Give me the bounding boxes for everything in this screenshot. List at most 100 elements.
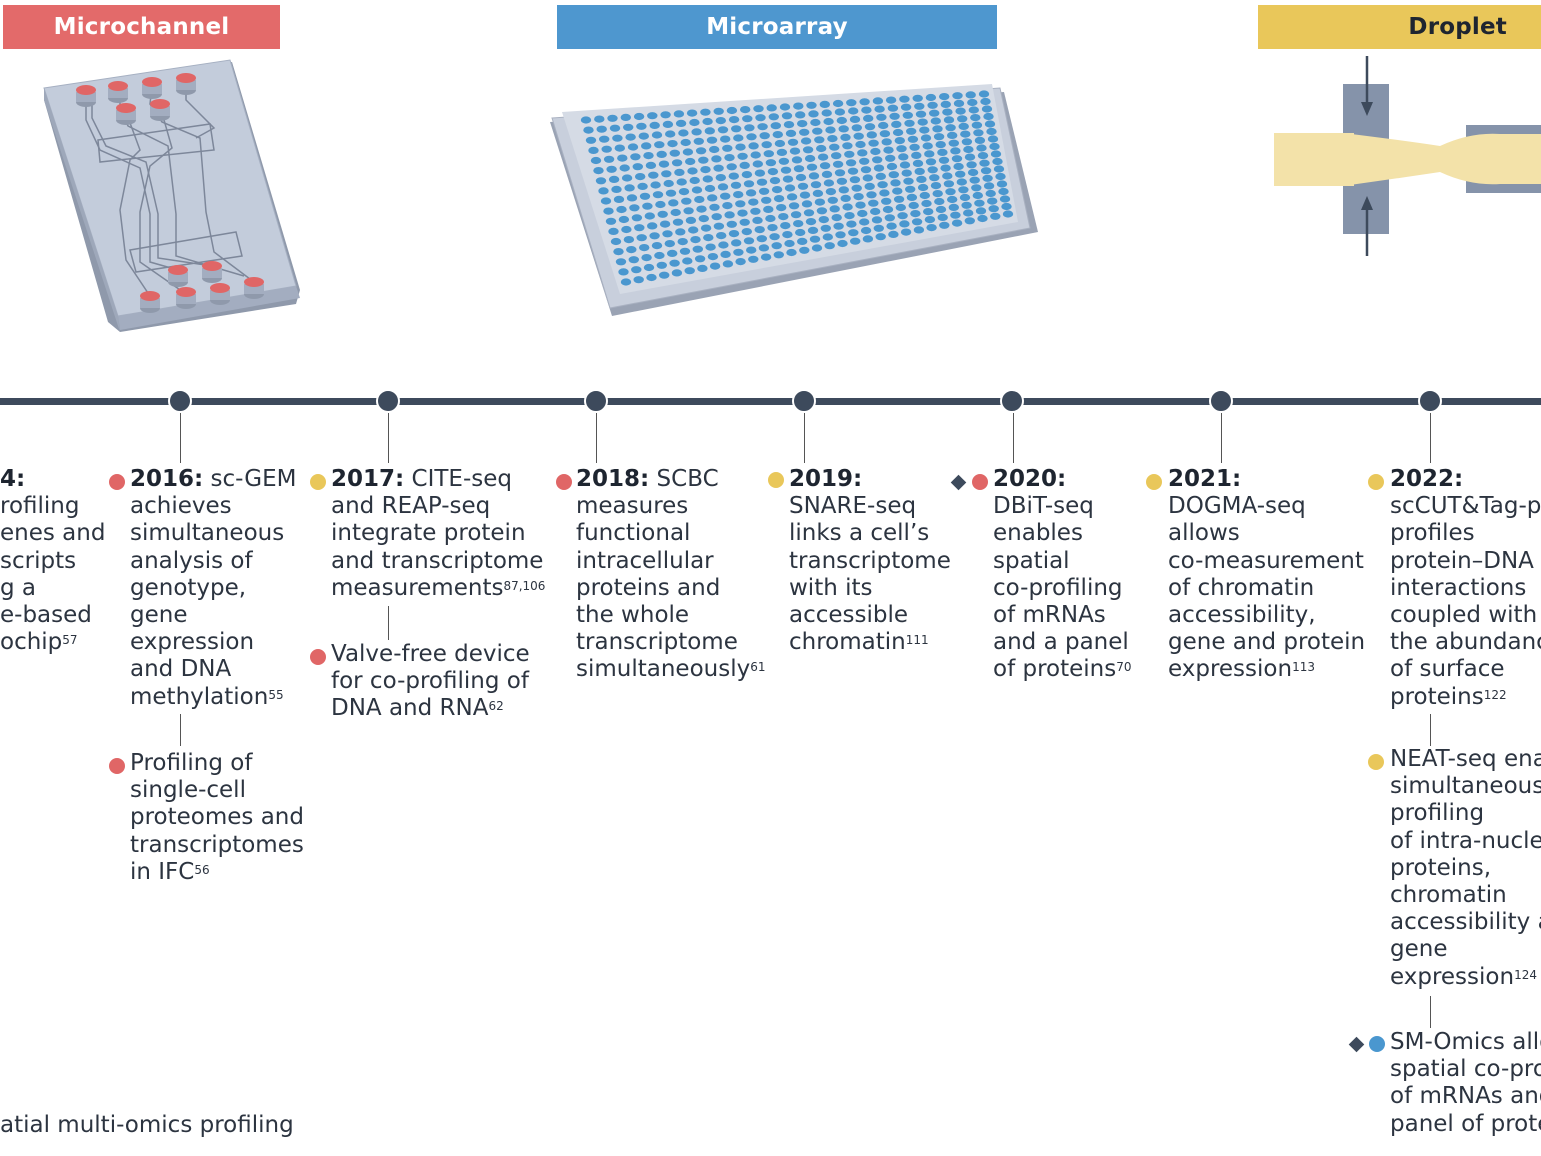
microarray-well xyxy=(740,106,751,114)
microarray-well xyxy=(850,237,861,245)
microarray-well xyxy=(619,164,630,172)
microarray-well xyxy=(977,152,989,160)
microarray-well xyxy=(873,164,885,172)
microarray-well xyxy=(659,220,671,228)
microarray-well xyxy=(783,121,795,129)
microarray-well xyxy=(675,119,687,127)
microarray-well xyxy=(614,144,625,152)
microarray-well xyxy=(879,130,891,138)
microarray-well xyxy=(683,207,694,215)
microarray-well xyxy=(608,175,620,183)
microarray-well xyxy=(593,167,604,175)
microarray-well xyxy=(698,215,709,223)
microarray-well xyxy=(638,132,649,140)
microarray-well xyxy=(669,149,680,157)
stem-2019 xyxy=(804,413,805,463)
microarray-well xyxy=(651,131,663,139)
timeline-node-2021 xyxy=(1209,389,1233,413)
microarray-well xyxy=(676,178,687,186)
microarray-well xyxy=(706,136,718,144)
microarray-well xyxy=(607,114,618,122)
microarray-well xyxy=(811,244,823,252)
microarray-well xyxy=(940,164,951,172)
microarray-well xyxy=(879,189,890,197)
microarray-well xyxy=(838,186,849,194)
microarray-well xyxy=(902,111,913,119)
microarray-well xyxy=(995,172,1006,181)
microarray-well xyxy=(583,126,594,134)
microarray-well xyxy=(966,161,977,169)
microarray-well xyxy=(728,172,739,180)
microarray-well xyxy=(784,239,795,248)
microarray-well xyxy=(763,150,774,158)
microarray-well xyxy=(685,157,696,166)
microarray-well xyxy=(883,146,894,154)
microarray-well xyxy=(776,148,788,156)
microarray-well xyxy=(739,218,750,226)
microarray-well xyxy=(861,106,872,114)
microarray-well xyxy=(694,255,706,263)
microarray-well xyxy=(849,176,861,184)
microarray-well xyxy=(982,174,993,182)
microarray-well xyxy=(662,120,674,128)
microarray-well xyxy=(785,129,797,137)
microarray-well xyxy=(809,235,821,243)
microarray-well xyxy=(992,157,1003,166)
event-2017b: Valve-free device for co-profiling of DN… xyxy=(331,641,530,722)
microarray-well xyxy=(623,123,634,131)
microarray-well xyxy=(900,228,912,236)
microarray-well xyxy=(724,154,735,162)
microarray-well xyxy=(981,105,993,113)
microarray-well xyxy=(927,166,938,174)
microarray-well xyxy=(930,182,942,190)
microarray-well xyxy=(832,160,844,168)
microarray-marker-2022c xyxy=(1369,1036,1385,1052)
microarray-well xyxy=(661,170,672,178)
microarray-well xyxy=(788,202,800,210)
microarray-well xyxy=(827,196,838,204)
microarray-well xyxy=(888,171,899,179)
microarray-well xyxy=(847,167,859,175)
microarray-well xyxy=(983,182,995,190)
timeline-node-2017 xyxy=(376,389,400,413)
microarray-well xyxy=(814,136,825,144)
microarray-well xyxy=(633,276,644,284)
microarray-well xyxy=(812,127,823,135)
microarray-well xyxy=(929,174,940,182)
microarray-well xyxy=(599,135,610,143)
microarray-well xyxy=(765,214,776,223)
microarray-well xyxy=(752,216,763,224)
microarray-well xyxy=(920,134,932,142)
microarray-well xyxy=(643,263,655,272)
microarray-well xyxy=(698,156,709,164)
header-microchannel: Microchannel xyxy=(3,5,280,49)
microarray-well xyxy=(596,125,607,133)
microarray-well xyxy=(990,150,1002,158)
microarray-well xyxy=(853,132,864,140)
microarray-well xyxy=(993,165,1005,173)
microarray-well xyxy=(842,203,853,211)
microarray-well xyxy=(720,250,731,258)
microarray-well xyxy=(726,220,737,228)
microarray-well xyxy=(692,245,703,253)
event-2021: 2021: DOGMA-seq allows co-measurement of… xyxy=(1168,466,1366,683)
microarray-well xyxy=(998,187,1009,196)
microarray-well xyxy=(964,217,975,225)
microarray-well xyxy=(802,146,814,154)
microarray-well xyxy=(862,174,873,182)
microarray-well xyxy=(960,130,971,138)
microarray-well xyxy=(705,243,716,251)
microarray-well xyxy=(914,167,925,175)
microarray-well xyxy=(886,162,898,171)
microarray-well xyxy=(643,152,654,160)
microarray-well xyxy=(707,253,719,261)
microarray-well xyxy=(752,160,763,168)
microarray-well xyxy=(648,171,659,179)
microarray-well xyxy=(986,127,997,136)
microarray-well xyxy=(715,174,726,182)
microarray-well xyxy=(896,145,907,153)
microarray-well xyxy=(996,180,1008,188)
microarray-well xyxy=(824,242,835,250)
microarray-well xyxy=(647,222,658,230)
microarray-well xyxy=(641,254,652,262)
